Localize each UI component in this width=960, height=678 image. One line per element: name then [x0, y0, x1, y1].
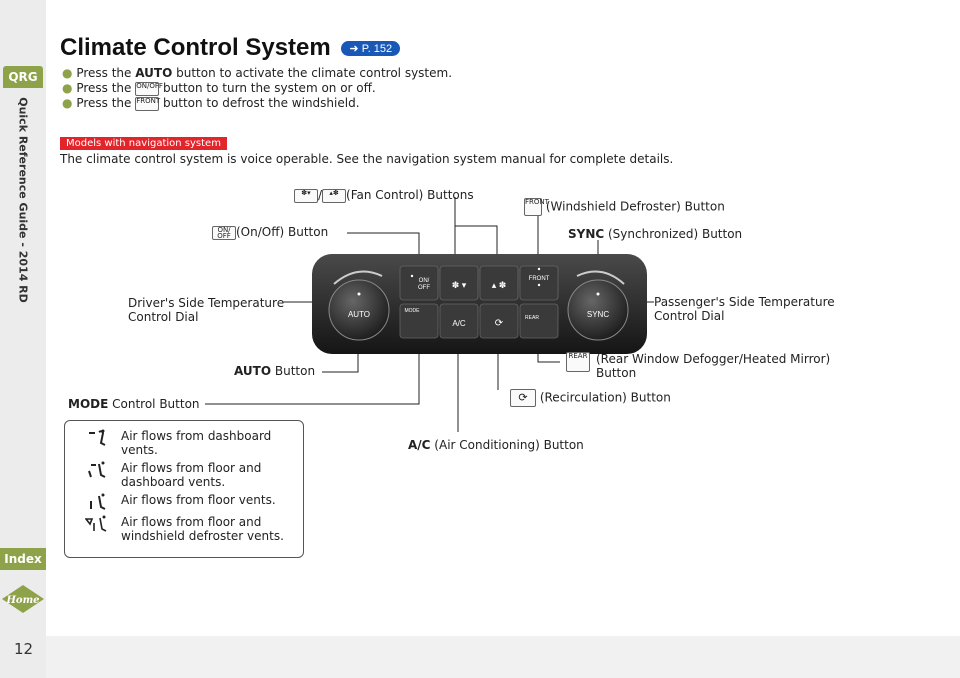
front-defrost-icon: FRONT — [135, 96, 160, 111]
onoff-icon: ON/OFF — [135, 81, 163, 96]
recirculation-button[interactable] — [479, 303, 519, 339]
front-label: FRONT — [529, 276, 550, 282]
onoff-label-off: OFF — [418, 285, 430, 291]
label-sync: SYNC (Synchronized) Button — [568, 227, 743, 241]
mode-label: MODE — [405, 308, 421, 314]
onoff-icon: ON/OFF — [212, 225, 236, 240]
ac-label: A/C — [452, 319, 466, 328]
fan-up-button[interactable] — [479, 265, 519, 301]
fan-down-button[interactable] — [439, 265, 479, 301]
onoff-icon-off: OFF — [217, 231, 231, 240]
floor-defrost-icon — [85, 515, 107, 532]
label-rear-defogger: REAR (Rear Window Defogger/Heated Mirror… — [566, 352, 830, 380]
onoff-button[interactable] — [399, 265, 439, 301]
footer-bar — [46, 636, 960, 678]
page-reference-link[interactable]: ➜ P. 152 — [341, 41, 401, 57]
mode-button[interactable] — [399, 303, 439, 339]
home-button[interactable]: Home — [1, 583, 45, 615]
auto-button[interactable]: AUTO — [348, 310, 370, 319]
bullet-front: ● Press the FRONT button to defrost the … — [62, 96, 360, 111]
label-fan-control: ✽▾/▴✽(Fan Control) Buttons — [294, 188, 474, 203]
fan-up-icon: ▴ ✽ — [492, 280, 507, 290]
label-recirculation: ⟳ (Recirculation) Button — [510, 389, 671, 407]
bullet-onoff: ● Press the ON/OFF button to turn the sy… — [62, 81, 376, 96]
rear-defogger-button[interactable] — [519, 303, 559, 339]
label-auto: AUTO Button — [234, 364, 316, 378]
qrg-tab[interactable]: QRG — [3, 66, 43, 88]
recirc-icon: ⟳ — [495, 318, 504, 329]
section-label: Quick Reference Guide - 2014 RD — [16, 97, 30, 303]
fan-down-icon: ✽ ▾ — [452, 280, 467, 290]
passenger-temp-dial[interactable] — [567, 279, 629, 341]
dash-vent-icon — [89, 429, 106, 446]
bullet-list: ● Press the AUTO button to activate the … — [62, 66, 452, 111]
floor-icon — [90, 493, 106, 510]
label-windshield-defroster: FRONT (Windshield Defroster) Button — [524, 198, 725, 216]
onoff-label-on: ON/ — [419, 278, 430, 284]
rear-defogger-icon: REAR — [566, 352, 590, 372]
onoff-icon-on: ON/ — [217, 225, 231, 234]
sync-button[interactable]: SYNC — [587, 310, 609, 319]
page-number: 12 — [14, 640, 34, 658]
label-ac: A/C (Air Conditioning) Button — [408, 438, 584, 452]
nav-note: The climate control system is voice oper… — [60, 152, 674, 166]
bullet-auto: ● Press the AUTO button to activate the … — [62, 66, 453, 80]
page-title: Climate Control System ➜ P. 152 — [60, 34, 401, 62]
climate-control-panel: AUTO SYNC ON/ OFF ✽ ▾ ▴ ✽ FRONT MODE A/C… — [312, 254, 647, 354]
front-defrost-button[interactable] — [519, 265, 559, 301]
recirculation-icon: ⟳ — [510, 389, 536, 407]
label-mode: MODE Control Button — [68, 397, 200, 411]
floor-dash-icon — [88, 461, 106, 478]
index-tab[interactable]: Index — [0, 548, 46, 570]
nav-model-badge: Models with navigation system — [60, 137, 227, 150]
rear-label: REAR — [525, 315, 539, 321]
home-label: Home — [5, 595, 39, 606]
driver-temp-dial[interactable] — [328, 279, 390, 341]
ac-button[interactable] — [439, 303, 479, 339]
front-defrost-icon: FRONT — [524, 198, 549, 216]
fan-down-icon: ✽▾ — [294, 188, 318, 203]
label-onoff: ON/OFF(On/Off) Button — [212, 225, 328, 240]
fan-up-icon: ▴✽ — [322, 188, 347, 203]
airflow-mode-legend: Air flows from dashboard vents. Air flow… — [64, 420, 304, 558]
